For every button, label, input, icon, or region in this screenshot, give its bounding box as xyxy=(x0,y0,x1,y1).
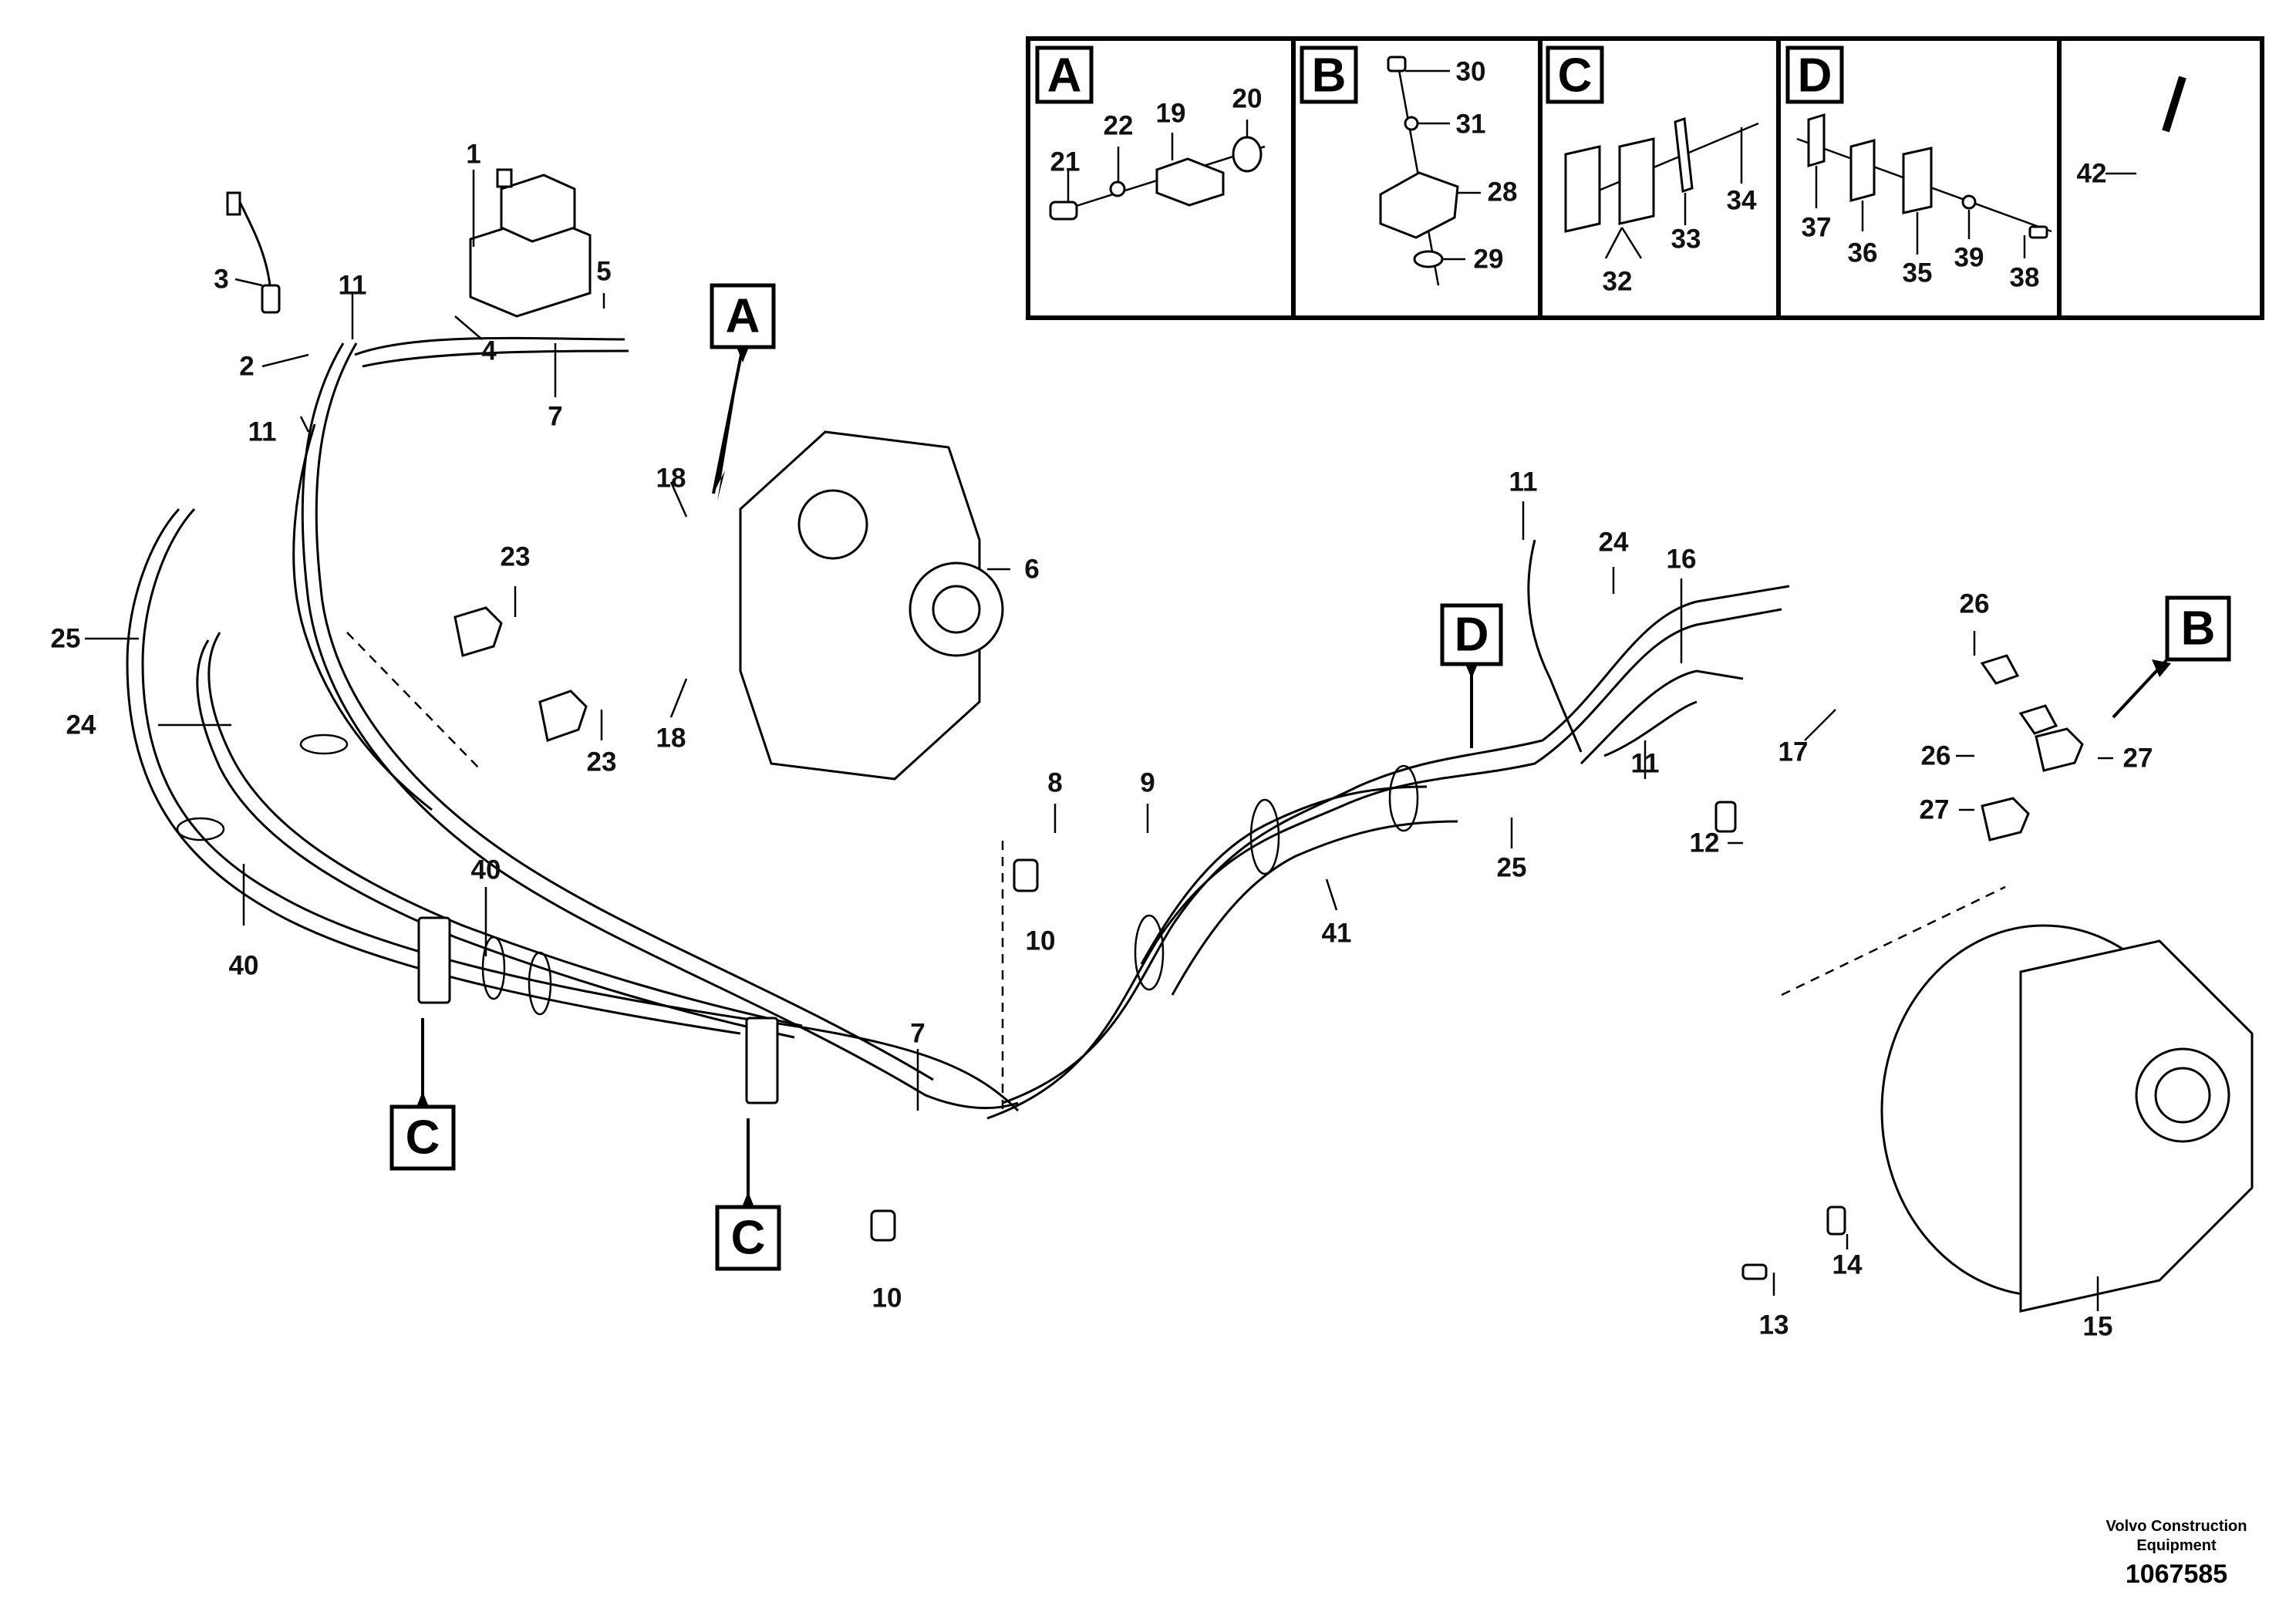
clamp-block-c-left xyxy=(417,916,451,1004)
label-25a: 25 xyxy=(51,624,81,654)
label-26a: 26 xyxy=(1960,589,1990,619)
label-17: 17 xyxy=(1778,737,1809,767)
document-number: 1067585 xyxy=(2126,1560,2227,1589)
label-16: 16 xyxy=(1667,545,1697,575)
label-27b: 27 xyxy=(1920,795,1950,825)
label-18a: 18 xyxy=(656,464,686,494)
callout-flag-c-left: C xyxy=(389,1018,456,1171)
label-22: 22 xyxy=(1104,111,1134,141)
fittings xyxy=(453,606,2084,1280)
label-7a: 7 xyxy=(548,402,562,432)
label-37: 37 xyxy=(1802,213,1832,243)
inset-letter-d: D xyxy=(1798,49,1832,103)
label-26b: 26 xyxy=(1921,741,1951,771)
valve-block xyxy=(469,168,592,318)
callout-flag-a: A xyxy=(710,283,776,501)
footer-company-line1: Volvo Construction xyxy=(2106,1518,2247,1535)
label-2: 2 xyxy=(239,352,254,382)
label-19: 19 xyxy=(1156,99,1186,129)
inset-panels: A 21 22 19 20 B xyxy=(1026,36,2264,320)
label-27a: 27 xyxy=(2123,744,2153,774)
label-15: 15 xyxy=(2083,1312,2113,1342)
inset-panel-a: A 21 22 19 20 xyxy=(1035,46,1266,221)
label-11b: 11 xyxy=(248,417,277,447)
label-32: 32 xyxy=(1603,267,1633,297)
leader-lines xyxy=(85,170,2113,1311)
inset-letter-a: A xyxy=(1047,49,1082,103)
label-31: 31 xyxy=(1456,110,1486,140)
label-35: 35 xyxy=(1903,258,1933,288)
label-40a: 40 xyxy=(471,855,501,885)
svg-text:B: B xyxy=(2181,602,2216,656)
svg-text:D: D xyxy=(1455,609,1489,662)
label-7b: 7 xyxy=(910,1019,925,1049)
label-10a: 10 xyxy=(1026,926,1056,956)
inset-panel-b: B 30 31 28 29 xyxy=(1300,46,1518,286)
label-29: 29 xyxy=(1474,244,1504,275)
label-4: 4 xyxy=(481,336,497,366)
label-39: 39 xyxy=(1954,243,1984,273)
label-41: 41 xyxy=(1322,919,1352,949)
callout-flags: A B D C C xyxy=(389,283,2231,1271)
label-10b: 10 xyxy=(872,1283,902,1313)
label-6: 6 xyxy=(1024,555,1039,585)
label-28: 28 xyxy=(1488,177,1518,207)
label-21: 21 xyxy=(1050,147,1081,177)
svg-text:C: C xyxy=(406,1111,440,1165)
label-20: 20 xyxy=(1232,84,1263,114)
label-1: 1 xyxy=(466,140,480,170)
pump-assembly xyxy=(739,430,1004,781)
drive-motor xyxy=(1880,924,2254,1313)
sensor-harness xyxy=(226,191,281,314)
part-labels: 1 2 3 4 5 6 7 7 8 9 10 10 11 11 11 11 12… xyxy=(51,140,2153,1342)
dashed-guides xyxy=(346,632,2006,1111)
label-23a: 23 xyxy=(501,542,531,572)
label-3: 3 xyxy=(214,265,228,295)
label-11c: 11 xyxy=(1509,467,1538,497)
label-13: 13 xyxy=(1759,1310,1789,1340)
svg-text:A: A xyxy=(726,290,760,343)
label-30: 30 xyxy=(1456,57,1486,87)
callout-flag-b: B xyxy=(2112,595,2231,719)
inset-letter-c: C xyxy=(1558,49,1593,103)
inset-panel-cable-tie: 42 xyxy=(2077,76,2200,223)
label-33: 33 xyxy=(1671,224,1701,255)
label-38: 38 xyxy=(2010,263,2040,293)
label-24a: 24 xyxy=(1599,528,1629,558)
callout-flag-d: D xyxy=(1440,603,1503,748)
label-11d: 11 xyxy=(1631,749,1660,779)
label-14: 14 xyxy=(1832,1250,1863,1280)
footer-company-line2: Equipment xyxy=(2136,1537,2217,1554)
label-9: 9 xyxy=(1140,768,1155,798)
footer: Volvo Construction Equipment 1067585 xyxy=(2106,1518,2247,1589)
label-42: 42 xyxy=(2077,159,2107,189)
inset-letter-b: B xyxy=(1312,49,1347,103)
label-24b: 24 xyxy=(66,710,96,740)
label-5: 5 xyxy=(596,257,611,287)
label-36: 36 xyxy=(1848,238,1878,268)
inset-panel-c: C 32 33 34 xyxy=(1546,46,1759,297)
label-8: 8 xyxy=(1047,768,1062,798)
callout-flag-c-right: C xyxy=(715,1118,781,1271)
label-12: 12 xyxy=(1690,828,1720,858)
label-25b: 25 xyxy=(1497,853,1527,883)
hose-assembly xyxy=(126,336,1790,1120)
label-11a: 11 xyxy=(339,271,367,301)
svg-text:C: C xyxy=(731,1212,766,1265)
inset-panel-d: D 37 36 35 39 38 xyxy=(1785,46,2052,293)
label-40b: 40 xyxy=(229,951,259,981)
label-18b: 18 xyxy=(656,723,686,754)
clamp-block-c-right xyxy=(745,1017,779,1104)
label-23b: 23 xyxy=(587,747,617,777)
label-34: 34 xyxy=(1727,186,1757,216)
